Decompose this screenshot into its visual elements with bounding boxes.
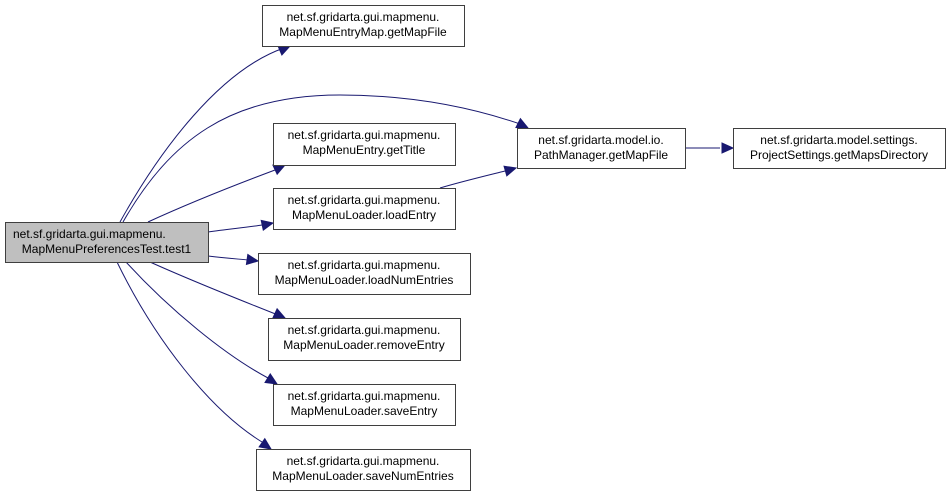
node-box[interactable] [256, 449, 471, 491]
arrowhead-icon [258, 437, 272, 450]
node-package-label: net.sf.gridarta.gui.mapmenu. [288, 323, 441, 337]
arrowhead-icon [515, 117, 530, 129]
edge-root-to-getMapFileEntry [119, 45, 292, 223]
node-box[interactable] [733, 128, 946, 169]
edge-root-to-removeEntry [149, 261, 287, 319]
node-method-label: ProjectSettings.getMapsDirectory [750, 148, 928, 162]
arrowhead-icon [264, 373, 279, 385]
node-loadEntry[interactable]: net.sf.gridarta.gui.mapmenu.MapMenuLoade… [273, 188, 456, 230]
node-saveNumEntries[interactable]: net.sf.gridarta.gui.mapmenu.MapMenuLoade… [256, 449, 471, 491]
edge-line [207, 224, 263, 233]
edge-root-to-saveEntry [125, 261, 279, 385]
arrowhead-icon [721, 142, 735, 154]
node-loadNumEntries[interactable]: net.sf.gridarta.gui.mapmenu.MapMenuLoade… [258, 253, 471, 295]
edge-line [207, 255, 249, 261]
node-package-label: net.sf.gridarta.gui.mapmenu. [287, 10, 440, 24]
edge-line [125, 261, 269, 379]
node-root[interactable]: net.sf.gridarta.gui.mapmenu.MapMenuPrefe… [5, 222, 209, 263]
node-box[interactable] [273, 188, 456, 230]
node-getMapFileEntry[interactable]: net.sf.gridarta.gui.mapmenu.MapMenuEntry… [262, 5, 465, 47]
edge-line [149, 261, 279, 316]
node-method-label: MapMenuLoader.saveNumEntries [272, 469, 453, 483]
node-package-label: net.sf.gridarta.model.io. [538, 133, 663, 147]
node-box[interactable] [258, 253, 471, 295]
edge-line [119, 47, 285, 223]
edge-pathManager-to-projectSettings [685, 142, 735, 154]
node-package-label: net.sf.gridarta.model.settings. [760, 133, 917, 147]
arrowhead-icon [245, 253, 260, 266]
node-box[interactable] [268, 318, 461, 361]
node-method-label: MapMenuLoader.removeEntry [283, 338, 444, 352]
node-method-label: MapMenuLoader.loadNumEntries [275, 273, 454, 287]
edges-layer [116, 45, 735, 450]
node-box[interactable] [273, 123, 456, 166]
node-box[interactable] [5, 222, 209, 263]
edge-root-to-getTitle [147, 164, 287, 223]
node-getTitle[interactable]: net.sf.gridarta.gui.mapmenu.MapMenuEntry… [273, 123, 456, 166]
arrowhead-icon [277, 45, 292, 56]
node-method-label: MapMenuEntryMap.getMapFile [279, 25, 447, 39]
arrowhead-icon [260, 219, 275, 232]
edge-root-to-loadNumEntries [207, 253, 260, 266]
edge-loadEntry-to-pathManager [439, 165, 518, 189]
edge-line [439, 170, 506, 189]
edge-root-to-loadEntry [207, 219, 275, 233]
node-projectSettings[interactable]: net.sf.gridarta.model.settings.ProjectSe… [733, 128, 946, 169]
arrowhead-icon [272, 307, 287, 319]
node-box[interactable] [517, 128, 686, 169]
node-package-label: net.sf.gridarta.gui.mapmenu. [288, 389, 441, 403]
node-saveEntry[interactable]: net.sf.gridarta.gui.mapmenu.MapMenuLoade… [273, 384, 456, 426]
arrowhead-icon [272, 164, 287, 176]
node-package-label: net.sf.gridarta.gui.mapmenu. [287, 454, 440, 468]
node-package-label: net.sf.gridarta.gui.mapmenu. [288, 193, 441, 207]
edge-line [147, 169, 276, 223]
edge-line [122, 94, 524, 223]
node-method-label: MapMenuEntry.getTitle [303, 143, 426, 157]
edge-root-to-pathManager [122, 94, 530, 223]
node-method-label: MapMenuLoader.loadEntry [292, 208, 436, 222]
node-box[interactable] [273, 384, 456, 426]
node-method-label: MapMenuLoader.saveEntry [291, 404, 438, 418]
nodes-layer: net.sf.gridarta.gui.mapmenu.MapMenuPrefe… [5, 5, 946, 491]
arrowhead-icon [503, 165, 518, 177]
node-method-label: MapMenuPreferencesTest.test1 [22, 242, 192, 256]
node-method-label: PathManager.getMapFile [534, 148, 668, 162]
node-package-label: net.sf.gridarta.gui.mapmenu. [288, 258, 441, 272]
node-package-label: net.sf.gridarta.gui.mapmenu. [13, 227, 166, 241]
node-pathManager[interactable]: net.sf.gridarta.model.io.PathManager.get… [517, 128, 686, 169]
node-removeEntry[interactable]: net.sf.gridarta.gui.mapmenu.MapMenuLoade… [268, 318, 461, 361]
edge-line [116, 261, 263, 443]
edge-root-to-saveNumEntries [116, 261, 272, 450]
node-box[interactable] [262, 5, 465, 47]
node-package-label: net.sf.gridarta.gui.mapmenu. [288, 128, 441, 142]
